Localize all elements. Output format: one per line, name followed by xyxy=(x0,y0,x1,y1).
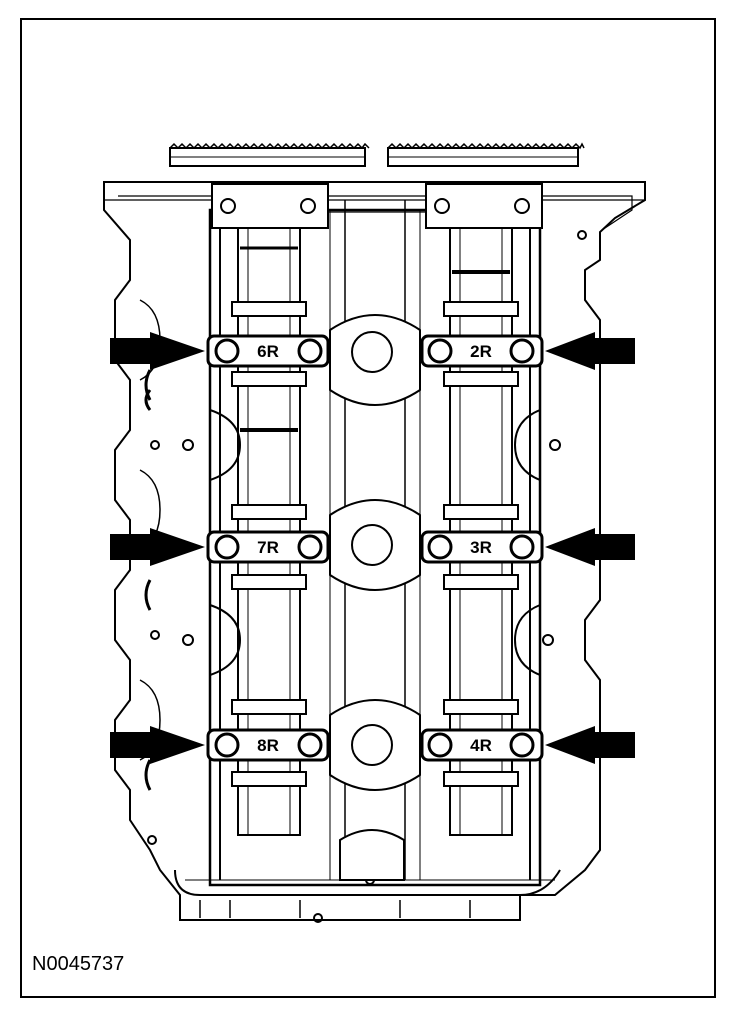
cap-label-6R: 6R xyxy=(257,342,279,361)
right-front-thrust-cap xyxy=(425,183,543,229)
figure-reference-number: N0045737 xyxy=(32,953,125,975)
arrow-to-4R xyxy=(545,726,635,764)
arrow-to-8R xyxy=(110,726,205,764)
left-camshaft-sprocket xyxy=(169,142,370,167)
cap-label-4R: 4R xyxy=(470,736,492,755)
bearing-cap-7R xyxy=(206,530,330,564)
bearing-cap-6R xyxy=(206,334,330,368)
bearing-cap-3R xyxy=(420,530,544,564)
bearing-cap-4R xyxy=(420,728,544,762)
right-camshaft-sprocket xyxy=(387,142,585,167)
cam-journal-area xyxy=(182,200,561,887)
arrow-to-2R xyxy=(545,332,635,370)
left-front-thrust-cap xyxy=(211,183,329,229)
figure-frame xyxy=(20,18,716,998)
arrow-to-6R xyxy=(110,332,205,370)
cap-label-3R: 3R xyxy=(470,538,492,557)
bearing-cap-2R xyxy=(420,334,544,368)
cap-label-7R: 7R xyxy=(257,538,279,557)
arrow-to-3R xyxy=(545,528,635,566)
cap-label-8R: 8R xyxy=(257,736,279,755)
bearing-cap-8R xyxy=(206,728,330,762)
cap-label-2R: 2R xyxy=(470,342,492,361)
arrow-to-7R xyxy=(110,528,205,566)
